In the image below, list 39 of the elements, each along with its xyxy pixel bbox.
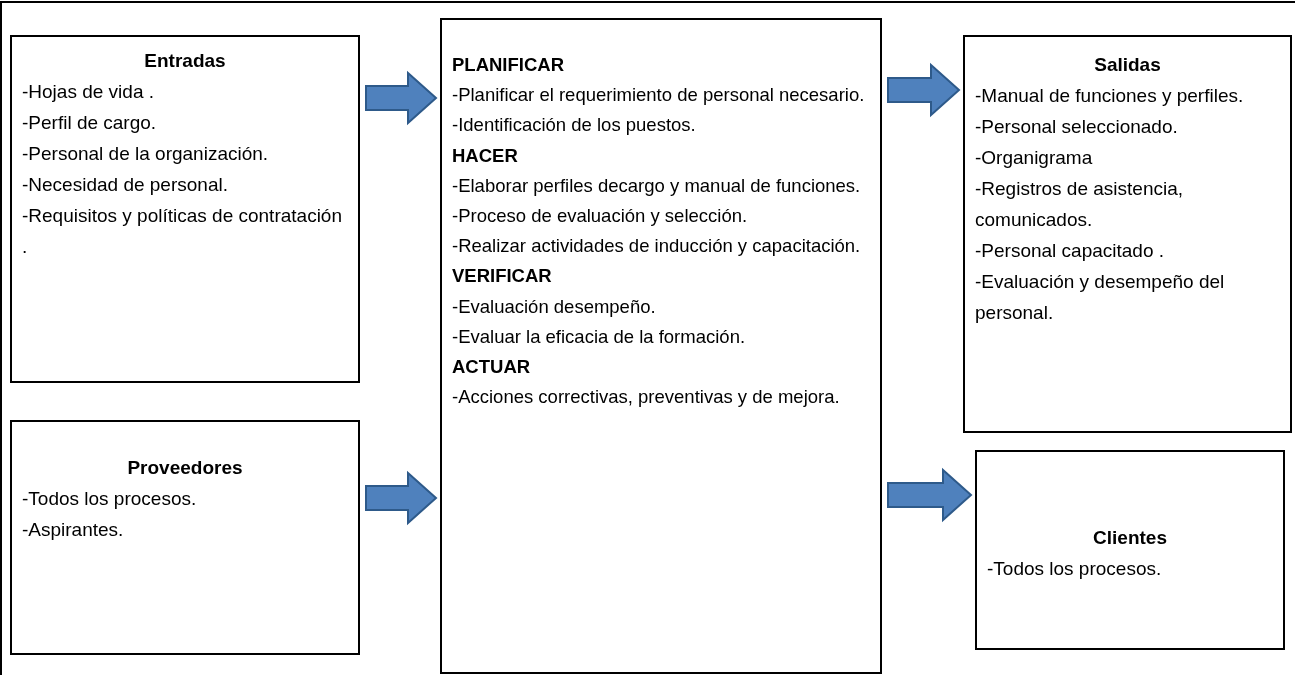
list-item: -Personal capacitado . [975, 239, 1166, 263]
heading: PLANIFICAR [452, 53, 566, 77]
list-item: -Manual de funciones y perfiles. [975, 84, 1245, 108]
list-item: -Realizar actividades de inducción y capacitación. [452, 234, 862, 259]
list-item: -Planificar el requerimiento de personal necesario. [452, 83, 866, 108]
block-arrow [887, 467, 973, 523]
text-box [975, 450, 1285, 650]
text-box [963, 35, 1292, 433]
list-item: -Identificación de los puestos. [452, 113, 697, 138]
list-item: -Todos los procesos. [987, 557, 1163, 581]
list-item: -Todos los procesos. [22, 487, 198, 511]
block-arrow [365, 470, 438, 526]
list-item: -Evaluar la eficacia de la formación. [452, 324, 747, 349]
list-item: -Necesidad de personal. [22, 173, 229, 197]
list-item: -Aspirantes. [22, 518, 125, 542]
heading: HACER [452, 143, 519, 168]
heading: Proveedores [126, 456, 244, 480]
text-box [440, 18, 882, 674]
list-item: -Perfil de cargo. [22, 111, 158, 135]
list-item: -Elaborar perfiles decargo y manual de funciones. [452, 173, 862, 198]
heading: VERIFICAR [452, 264, 553, 289]
list-item: -Hojas de vida . [22, 80, 155, 104]
list-item: -Personal de la organización. [22, 142, 270, 166]
list-item: -Evaluación y desempeño del personal. [975, 270, 1226, 325]
text-box [10, 35, 360, 383]
list-item: -Organigrama [975, 146, 1094, 170]
heading: Clientes [1092, 526, 1168, 550]
heading: ACTUAR [452, 355, 532, 380]
text-box [10, 420, 360, 655]
list-item: -Registros de asistencia, comunicados. [975, 177, 1185, 232]
heading: Entradas [143, 49, 227, 73]
heading: Salidas [1093, 53, 1162, 77]
block-arrow [365, 70, 438, 126]
list-item: -Evaluación desempeño. [452, 294, 657, 319]
list-item: -Personal seleccionado. [975, 115, 1179, 139]
list-item: -Acciones correctivas, preventivas y de mejora. [452, 385, 841, 410]
list-item: -Proceso de evaluación y selección. [452, 204, 749, 228]
block-arrow [887, 62, 961, 118]
list-item: -Requisitos y políticas de contratación . [22, 204, 343, 259]
